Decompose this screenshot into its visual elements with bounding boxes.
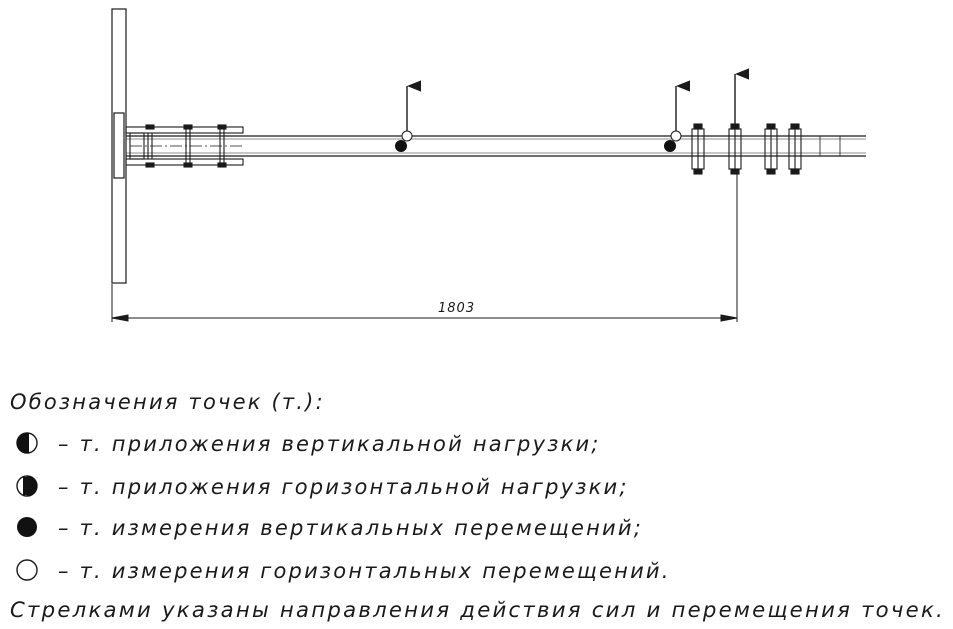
half-filled-left-circle-icon (16, 432, 38, 454)
dimension-line (111, 170, 738, 322)
vertical-measure-point-2 (664, 140, 676, 152)
dimension-value: 1803 (438, 301, 475, 316)
legend-item-horizontal-load: – т. приложения горизонтальной нагрузки; (58, 475, 629, 499)
legend-item-horizontal-displacement: – т. измерения горизонтальных перемещени… (58, 559, 671, 583)
legend-item-vertical-displacement: – т. измерения вертикальных перемещений; (58, 516, 643, 540)
support-plate (111, 8, 127, 284)
horizontal-measure-point-1 (401, 130, 413, 142)
legend-title: Обозначения точек (т.): (10, 390, 325, 414)
left-clamp-connection (125, 124, 244, 168)
beam (126, 135, 866, 157)
filled-circle-icon (17, 517, 37, 537)
horizontal-measure-point-2 (670, 130, 682, 142)
legend-item-vertical-load: – т. приложения вертикальной нагрузки; (58, 432, 601, 456)
arrows-note: Стрелками указаны направления действия с… (10, 598, 945, 622)
half-filled-right-circle-icon (16, 475, 38, 497)
right-bolted-joint (691, 123, 802, 175)
open-circle-icon (16, 559, 38, 581)
vertical-measure-point-1 (395, 140, 407, 152)
